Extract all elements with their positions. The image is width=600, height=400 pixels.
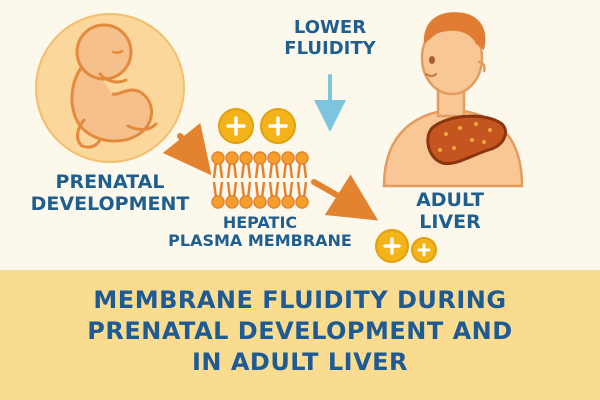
- label-line: LIVER: [419, 210, 481, 233]
- banner-title: MEMBRANE FLUIDITY DURING PRENATAL DEVELO…: [0, 285, 600, 378]
- label-line: LOWER: [293, 17, 367, 38]
- arrow-right-icon: [311, 174, 379, 221]
- hepatic-membrane-label: HEPATIC PLASMA MEMBRANE: [152, 213, 368, 251]
- lower-fluidity-label: LOWER FLUIDITY: [268, 17, 392, 59]
- prenatal-development-label: PRENATAL DEVELOPMENT: [20, 171, 200, 216]
- label-line: PRENATAL: [55, 171, 165, 193]
- title-line: MEMBRANE FLUIDITY DURING: [93, 286, 507, 314]
- plus-ion-icon: [375, 229, 409, 263]
- fetus-icon: [35, 13, 185, 163]
- arrow-right-icon: [162, 122, 212, 176]
- title-banner: [0, 270, 600, 400]
- liver-icon: [426, 114, 507, 165]
- label-line: ADULT: [416, 189, 484, 211]
- title-line: PRENATAL DEVELOPMENT AND: [87, 317, 513, 345]
- plus-ion-icon: [411, 237, 437, 263]
- title-line: IN ADULT LIVER: [191, 348, 409, 376]
- label-line: PLASMA MEMBRANE: [168, 231, 352, 251]
- adult-liver-label: ADULT LIVER: [400, 189, 500, 234]
- membrane-bilayer-icon: [211, 151, 309, 209]
- label-line: HEPATIC: [222, 213, 298, 232]
- label-line: DEVELOPMENT: [30, 192, 190, 215]
- illustration: [35, 12, 524, 263]
- plus-ion-icon: [260, 108, 296, 144]
- plus-ion-icon: [218, 108, 254, 144]
- label-line: FLUIDITY: [284, 37, 376, 59]
